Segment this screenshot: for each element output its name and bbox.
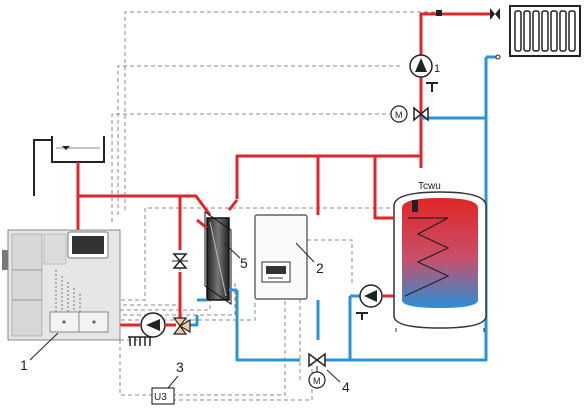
motor-top-label: M xyxy=(395,110,403,120)
pump-arrow-left-icon-2 xyxy=(364,290,377,302)
gas-boiler-label: 2 xyxy=(316,260,324,276)
thermostatic-valve[interactable] xyxy=(172,317,191,335)
pump-boiler-circuit[interactable] xyxy=(140,312,166,338)
pump-1[interactable] xyxy=(409,54,433,78)
separator-label: 5 xyxy=(240,255,248,271)
control-wiring xyxy=(59,11,437,401)
floor-sensor-icon xyxy=(128,336,152,346)
gas-boiler-display xyxy=(266,266,286,274)
radiator xyxy=(490,5,581,60)
mixing-valve-top[interactable]: M xyxy=(390,105,429,123)
dhw-tank: Tcwu xyxy=(393,181,487,332)
tank-sensor-icon xyxy=(412,200,418,212)
controller-box-label: U3 xyxy=(154,392,167,403)
motor-bottom-label: M xyxy=(313,376,321,386)
boiler-1-label: 1 xyxy=(20,357,28,373)
mixing-valve-label: 4 xyxy=(342,379,350,395)
boiler-1 xyxy=(2,229,121,341)
pump-arrow-left-icon xyxy=(146,319,160,331)
radiator-valve-icon[interactable] xyxy=(490,8,500,20)
controller-label: 3 xyxy=(176,359,184,375)
expansion-tank xyxy=(33,136,105,196)
hydraulic-separator xyxy=(196,199,239,305)
return-pipes xyxy=(185,55,500,362)
tank-sensor-label: Tcwu xyxy=(418,181,441,192)
gas-boiler-2 xyxy=(254,214,308,300)
boiler-1-display xyxy=(72,236,104,254)
supply-sensor-icon xyxy=(436,10,442,16)
tank-drain-valve-icon xyxy=(356,312,368,320)
drain-valve-icon xyxy=(426,82,438,92)
pump-tank-circuit[interactable] xyxy=(359,284,383,308)
mixing-valve-4[interactable]: M xyxy=(308,352,326,389)
pump-arrow-icon xyxy=(415,58,427,72)
pump-1-label: 1 xyxy=(434,63,440,75)
controller-u3: U3 xyxy=(151,387,175,405)
check-valve[interactable] xyxy=(172,253,188,269)
